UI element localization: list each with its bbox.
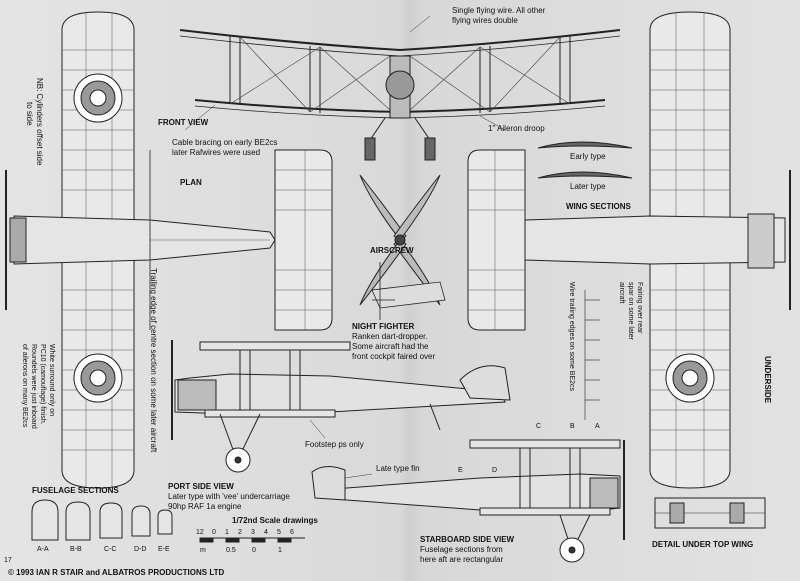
port-side-view	[171, 340, 511, 473]
footstep-note: Footstep ps only	[305, 440, 364, 449]
white-surround-note-3: Roundels were just inboard	[30, 344, 37, 429]
port-side-note-2: 90hp RAF 1a engine	[168, 502, 242, 511]
night-fighter-note-1: Ranken dart-dropper.	[352, 332, 428, 341]
scale-number-3: 2	[238, 529, 242, 536]
front-view-title: FRONT VIEW	[158, 118, 209, 127]
port-side-view-title: PORT SIDE VIEW	[168, 482, 234, 491]
trailing-edge-note: Trailing edge of centre section on some …	[149, 268, 158, 453]
section-label-a: A-A	[37, 546, 49, 553]
section-label-b: B-B	[70, 546, 82, 553]
scale-title: 1/72nd Scale drawings	[232, 516, 318, 525]
plan-view	[5, 11, 333, 489]
white-surround-note-2: PC10 (camouflage) finish.	[39, 344, 46, 425]
scale-lower-2: 0	[252, 547, 256, 554]
scale-bar	[199, 537, 305, 543]
station-mark-b: B	[570, 423, 575, 430]
night-fighter-note-3: front cockpit faired over	[352, 352, 436, 361]
underside-view	[524, 11, 791, 489]
scale-number-7: 6	[290, 529, 294, 536]
fairing-note-3: aircraft	[618, 282, 625, 304]
scale-number-6: 5	[277, 529, 281, 536]
scale-lower-0: m	[200, 547, 206, 554]
night-fighter-title: NIGHT FIGHTER	[352, 322, 415, 331]
fuselage-sections-title: FUSELAGE SECTIONS	[32, 486, 119, 495]
flying-wire-note-2: flying wires double	[452, 16, 518, 25]
section-label-e: E-E	[158, 546, 170, 553]
copyright: © 1993 IAN R STAIR and ALBATROS PRODUCTI…	[8, 568, 225, 577]
station-mark-d: D	[492, 467, 498, 474]
fuselage-sections	[31, 499, 173, 541]
late-fin-note: Late type fin	[376, 464, 420, 473]
front-view	[179, 29, 621, 161]
scale-lower-1: 0.5	[226, 547, 236, 554]
port-side-note-1: Later type with 'vee' undercarriage	[168, 492, 290, 501]
scale-lower-3: 1	[278, 547, 282, 554]
page-number: 17	[4, 557, 12, 564]
station-mark-e: E	[458, 467, 463, 474]
nb-cylinders-note-1: NB: Cylinders offset side	[35, 78, 44, 166]
scale-number-0: 12	[196, 529, 204, 536]
nb-cylinders-note-2: to side	[25, 102, 34, 126]
scale-number-5: 4	[264, 529, 268, 536]
wire-trailing-note: Wire trailing edges on some BE2cs	[568, 282, 575, 391]
starboard-side-view-title: STARBOARD SIDE VIEW	[420, 535, 515, 544]
wing-sections-title: WING SECTIONS	[566, 202, 631, 211]
white-surround-note-4: of ailerons on many BE2cs	[21, 344, 28, 428]
plan-title: PLAN	[180, 178, 202, 187]
night-fighter-detail	[371, 262, 446, 320]
station-mark-c: C	[536, 423, 542, 430]
aileron-droop-note: 1" Aileron droop	[488, 124, 545, 133]
starboard-side-note-1: Fuselage sections from	[420, 545, 503, 554]
section-label-c: C-C	[104, 546, 117, 553]
airscrew-title: AIRSCREW	[370, 246, 414, 255]
wing-sections	[537, 141, 633, 179]
starboard-side-note-2: here aft are rectangular	[420, 555, 504, 564]
white-surround-note-1: White surround only on	[48, 344, 55, 416]
section-label-d: D-D	[134, 546, 147, 553]
scale-number-4: 3	[251, 529, 255, 536]
underside-title: UNDERSIDE	[763, 356, 772, 404]
detail-under-top-wing-title: DETAIL UNDER TOP WING	[652, 540, 754, 549]
fairing-note-1: Fairing over rear	[636, 282, 643, 334]
scale-number-2: 1	[225, 529, 229, 536]
later-type-label: Later type	[570, 182, 606, 191]
station-mark-a: A	[595, 423, 600, 430]
cable-note-2: later Rafwires were used	[172, 148, 261, 157]
fairing-note-2: spar on some later	[627, 282, 634, 340]
detail-under-top-wing	[654, 497, 766, 529]
wire-trailing-detail	[584, 290, 600, 420]
scale-number-1: 0	[212, 529, 216, 536]
early-type-label: Early type	[570, 152, 606, 161]
starboard-side-view	[311, 439, 625, 563]
centre-panels	[467, 149, 526, 331]
cable-note-1: Cable bracing on early BE2cs	[172, 138, 278, 147]
flying-wire-note-1: Single flying wire. All other	[452, 6, 546, 15]
night-fighter-note-2: Some aircraft had the	[352, 342, 429, 351]
